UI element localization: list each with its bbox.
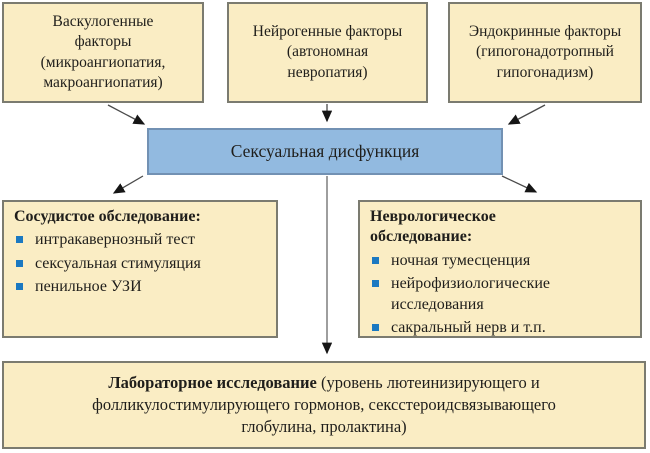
arrow-hub-to-neuro-exam (501, 175, 538, 193)
exam-box-vascular: Сосудистое обследование: интракавернозны… (2, 200, 278, 338)
square-bullet-icon (16, 283, 23, 291)
exam-vascular-list: интракавернозный тест сексуальная стимул… (12, 230, 268, 297)
list-item-label: интракавернозный тест (35, 231, 195, 249)
square-bullet-icon (372, 256, 379, 264)
arrow-vascular-to-hub (107, 104, 146, 125)
list-item-label: ночная тумесценция (391, 251, 531, 269)
list-item: сексуальная стимуляция (12, 254, 268, 274)
list-item: сакральный нерв и т.п. (368, 318, 632, 338)
factor-box-endocrine: Эндокринные факторы (гипогонадотропный г… (448, 2, 642, 103)
exam-neuro-list: ночная тумесценция нейрофизиологические … (368, 251, 632, 338)
hub-box-sexual-dysfunction: Сексуальная дисфункция (147, 128, 503, 175)
square-bullet-icon (372, 323, 379, 331)
list-item: интракавернозный тест (12, 230, 268, 250)
square-bullet-icon (372, 280, 379, 288)
exam-vascular-title: Сосудистое обследование: (14, 208, 201, 225)
list-item: ночная тумесценция (368, 251, 632, 271)
list-item-label: пенильное УЗИ (35, 278, 142, 296)
list-item-label: нейрофизиологические исследования (391, 275, 551, 313)
list-item: нейрофизиологические исследования (368, 274, 632, 315)
lab-box: Лабораторное исследование (уровень лютеи… (2, 361, 646, 449)
list-item-label: сексуальная стимуляция (35, 254, 201, 272)
list-item: пенильное УЗИ (12, 277, 268, 297)
square-bullet-icon (16, 236, 23, 244)
lab-text: Лабораторное исследование (уровень лютеи… (59, 372, 589, 439)
hub-label: Сексуальная дисфункция (230, 141, 420, 161)
lab-title-rest: (уровень лютеинизирующего и фолликулости… (92, 372, 556, 437)
arrow-hub-to-vascular-exam (112, 175, 144, 194)
exam-box-neurological: Неврологическое обследование: ночная тум… (358, 200, 642, 338)
square-bullet-icon (16, 259, 23, 267)
lab-title-bold: Лабораторное исследование (108, 372, 317, 392)
list-item-label: сакральный нерв и т.п. (391, 318, 546, 336)
factor-box-neurogenic: Нейрогенные факторы (автономная невропат… (227, 2, 428, 103)
exam-neuro-title: Неврологическое обследование: (370, 208, 496, 246)
factor-box-vascular: Васкулогенные факторы (микроангиопатия, … (2, 2, 204, 103)
arrow-endocrine-to-hub (507, 104, 546, 125)
